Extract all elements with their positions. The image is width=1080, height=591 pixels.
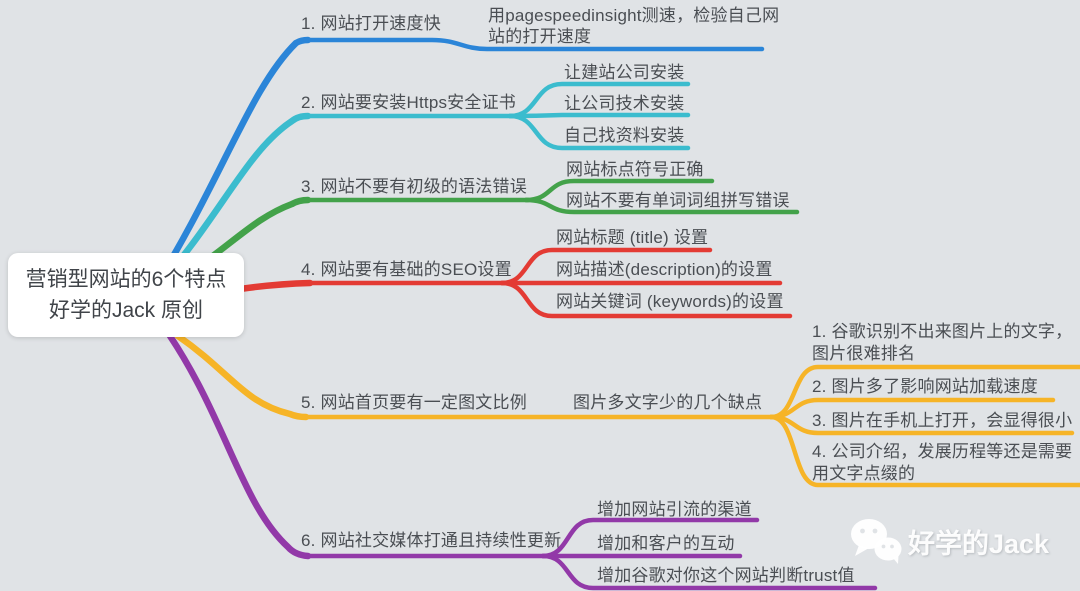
branch-5-trunk-line [174, 332, 310, 421]
branch-2-child-2-line [507, 112, 691, 119]
branch-5-item-2-node[interactable]: 2. 图片多了影响网站加载速度 [812, 377, 1038, 396]
watermark-label: 好学的Jack [908, 528, 1050, 559]
branch-4-child-2-node[interactable]: 网站描述(description)的设置 [556, 260, 773, 279]
branch-5-item-3-node[interactable]: 3. 图片在手机上打开，会显得很小 [812, 411, 1073, 430]
branch-2-trunk-line [146, 112, 312, 299]
branch-6-trunk-line [166, 332, 312, 560]
branch-2-child-2-node[interactable]: 让公司技术安装 [564, 94, 685, 113]
branch-3-node[interactable]: 3. 网站不要有初级的语法错误 [301, 177, 527, 196]
branch-4-node[interactable]: 4. 网站要有基础的SEO设置 [301, 260, 512, 279]
branch-6-child-2-node[interactable]: 增加和客户的互动 [597, 534, 735, 553]
branch-2-child-3-node[interactable]: 自己找资料安装 [564, 126, 685, 145]
branch-3-child-1-node[interactable]: 网站标点符号正确 [566, 160, 704, 179]
branch-3-child-2-node[interactable]: 网站不要有单词词组拼写错误 [566, 191, 790, 210]
branch-6-child-1-node[interactable]: 增加网站引流的渠道 [597, 500, 752, 519]
branch-1-node[interactable]: 1. 网站打开速度快 [301, 14, 441, 33]
watermark: 好学的Jack [848, 517, 1049, 565]
root-node[interactable]: 营销型网站的6个特点 好学的Jack 原创 [8, 253, 244, 337]
branch-5-item-4-line [768, 414, 1080, 488]
branch-6-child-3-line [540, 553, 878, 591]
branch-5-item-1-node[interactable]: 1. 谷歌识别不出来图片上的文字，图片很难排名 [812, 322, 1073, 363]
branch-2-node[interactable]: 2. 网站要安装Https安全证书 [301, 93, 516, 112]
branch-1-child-1-node[interactable]: 用pagespeedinsight测速，检验自己网站的打开速度 [488, 6, 780, 46]
branch-1-trunk-line [146, 36, 312, 299]
branch-4-child-3-line [499, 280, 793, 319]
branch-2-child-3-line [507, 113, 691, 151]
branch-1-underline [302, 37, 765, 52]
branch-5-item-4-node[interactable]: 4. 公司介绍，发展历程等还是需要用文字点缀的 [812, 442, 1073, 483]
branch-2-child-1-node[interactable]: 让建站公司安装 [564, 63, 685, 82]
branch-5-node[interactable]: 5. 网站首页要有一定图文比例 [301, 393, 527, 412]
branch-4-trunk-line [236, 279, 314, 293]
branch-6-child-3-node[interactable]: 增加谷歌对你这个网站判断trust值 [597, 566, 855, 585]
branch-5-subtopic-node[interactable]: 图片多文字少的几个缺点 [573, 393, 763, 412]
branch-4-child-1-node[interactable]: 网站标题 (title) 设置 [556, 228, 709, 247]
root-title-line2: 好学的Jack 原创 [48, 299, 203, 322]
branch-6-node[interactable]: 6. 网站社交媒体打通且持续性更新 [301, 531, 562, 550]
branch-4-child-3-node[interactable]: 网站关键词 (keywords)的设置 [556, 292, 784, 311]
branch-3-child-2-line [523, 197, 800, 215]
root-title-line1: 营销型网站的6个特点 [25, 268, 227, 291]
wechat-logo-icon [851, 519, 902, 564]
